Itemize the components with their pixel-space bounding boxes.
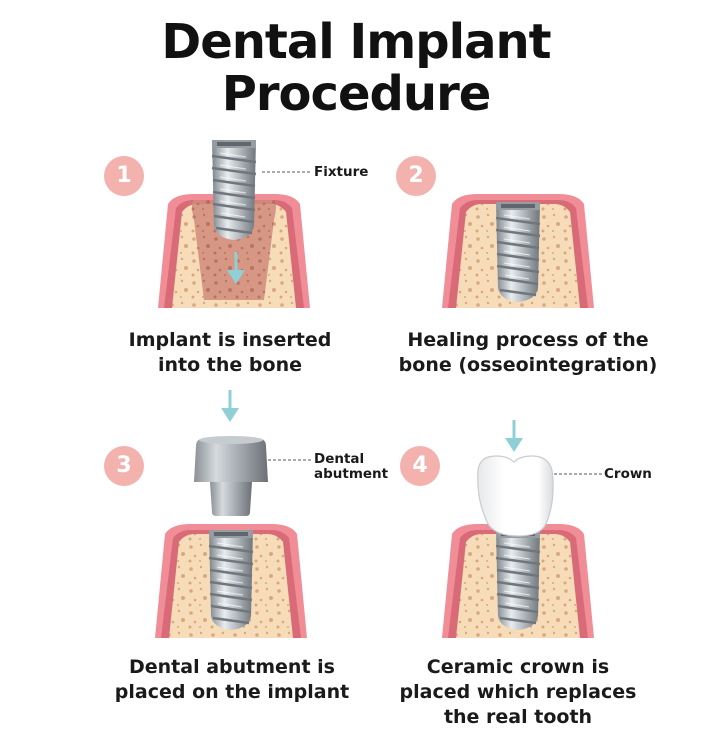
step-1-caption-line-2: into the bone — [158, 354, 302, 376]
page-title-line-1: Dental Implant — [161, 14, 551, 70]
abutment-label-line-1: Dental — [314, 451, 365, 467]
step-3-number-badge: 3 — [104, 446, 144, 486]
down-arrow-3 — [219, 388, 241, 424]
crown-label: Crown — [604, 466, 652, 482]
step-1-number-badge: 1 — [104, 156, 144, 196]
step-3-caption-line-2: placed on the implant — [114, 681, 350, 703]
implant-screw-3 — [207, 528, 255, 632]
step-2-caption: Healing process of the bone (osseointegr… — [378, 328, 678, 378]
down-arrow-4 — [503, 418, 525, 454]
step-1-caption-line-1: Implant is inserted — [128, 329, 332, 351]
step-4-caption-line-2: placed which replaces — [399, 681, 637, 703]
step-3-caption-line-1: Dental abutment is — [129, 656, 335, 678]
step-4-caption-line-1: Ceramic crown is — [426, 656, 610, 678]
fixture-label: Fixture — [314, 164, 369, 180]
step-1 — [158, 138, 312, 308]
bone-block-1 — [158, 194, 310, 308]
page-title-line-2: Procedure — [221, 66, 492, 122]
healed-screw-2 — [494, 200, 542, 304]
step-2-number-badge: 2 — [396, 156, 436, 196]
step-4 — [442, 418, 602, 638]
fixture-screw-1 — [210, 138, 258, 242]
crown-shape — [477, 455, 554, 537]
step-4-caption: Ceramic crown is placed which replaces t… — [388, 655, 648, 730]
step-2-caption-line-1: Healing process of the — [407, 329, 649, 351]
step-4-caption-line-3: the real tooth — [443, 706, 593, 728]
step-3 — [155, 388, 312, 638]
step-2 — [442, 194, 594, 308]
step-2-caption-line-2: bone (osseointegration) — [398, 354, 658, 376]
step-1-caption: Implant is inserted into the bone — [100, 328, 360, 378]
abutment — [194, 436, 268, 516]
step-3-caption: Dental abutment is placed on the implant — [92, 655, 372, 705]
abutment-label-line-2: abutment — [314, 466, 389, 482]
implant-screw-4 — [494, 528, 542, 632]
step-4-number-badge: 4 — [400, 446, 440, 486]
